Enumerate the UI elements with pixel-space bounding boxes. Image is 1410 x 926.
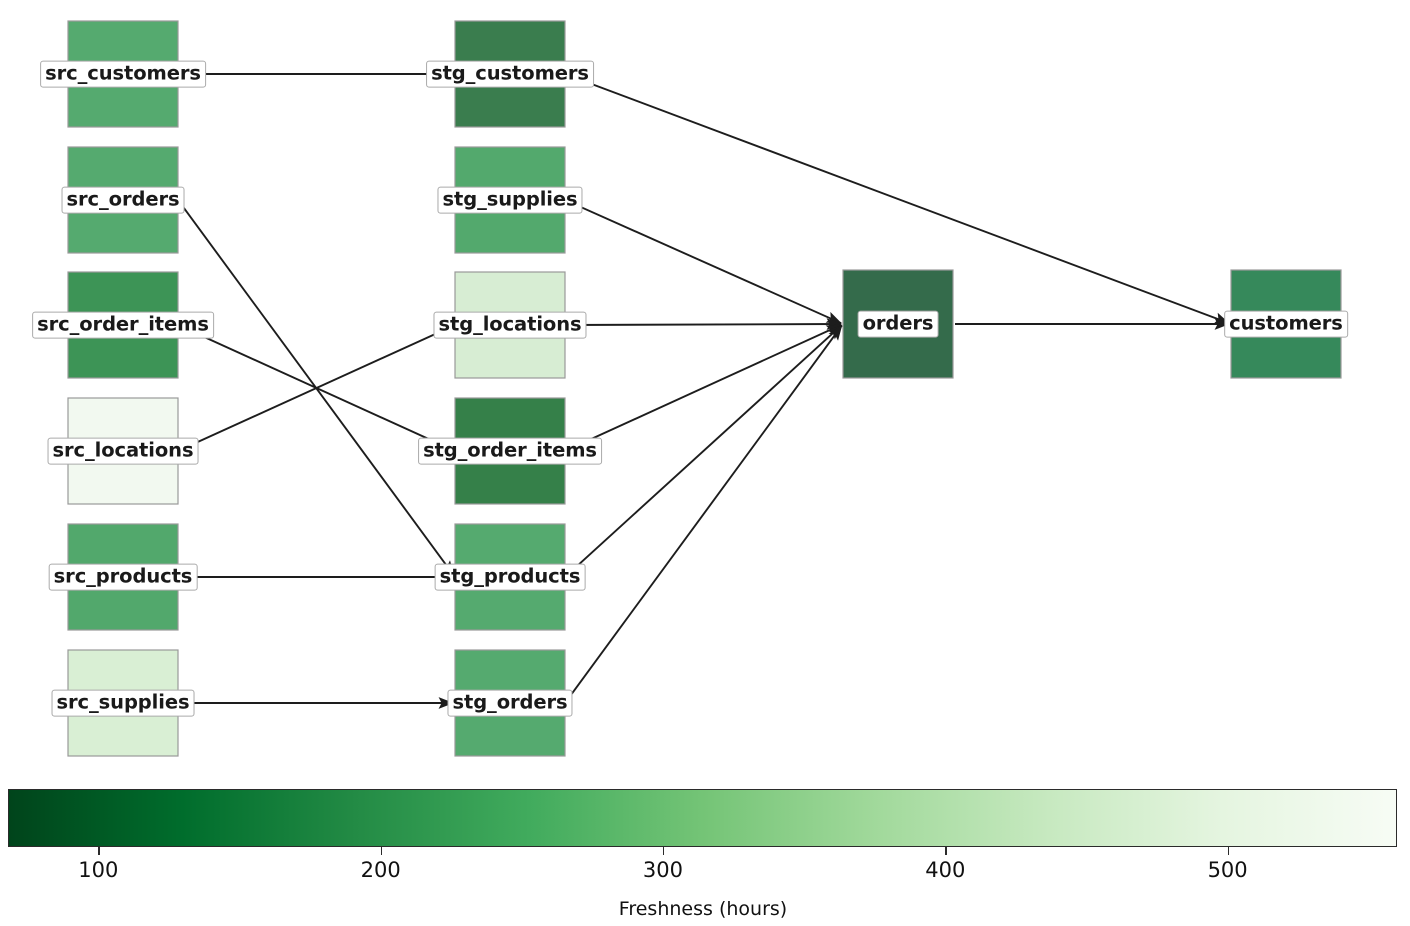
node-label-src_products[interactable]: src_products (48, 563, 198, 591)
colorbar-tick-label: 400 (925, 858, 966, 882)
node-label-stg_products[interactable]: stg_products (434, 563, 586, 591)
edge-stg_orders-to-orders (565, 324, 843, 702)
colorbar-gradient (8, 789, 1397, 847)
edge-stg_customers-to-customers (566, 73, 1230, 325)
colorbar-tick-label: 200 (360, 858, 401, 882)
node-label-orders[interactable]: orders (857, 310, 939, 338)
node-label-stg_order_items[interactable]: stg_order_items (418, 437, 602, 465)
nodes-group (67, 20, 1342, 757)
node-label-stg_supplies[interactable]: stg_supplies (437, 186, 583, 214)
edge-stg_products-to-orders (565, 324, 843, 577)
node-label-src_orders[interactable]: src_orders (61, 186, 185, 214)
node-label-stg_orders[interactable]: stg_orders (447, 689, 573, 717)
colorbar (8, 789, 1397, 847)
edge-stg_supplies-to-orders (566, 199, 842, 325)
node-label-src_order_items[interactable]: src_order_items (32, 311, 214, 339)
node-label-src_supplies[interactable]: src_supplies (51, 689, 195, 717)
colorbar-tick-label: 300 (642, 858, 684, 882)
colorbar-tick-label: 500 (1207, 858, 1248, 882)
colorbar-tick-mark (945, 847, 947, 855)
colorbar-tick-mark (662, 847, 665, 855)
node-label-customers[interactable]: customers (1224, 310, 1348, 338)
node-label-src_customers[interactable]: src_customers (40, 60, 206, 88)
node-label-src_locations[interactable]: src_locations (47, 437, 199, 465)
colorbar-tick-mark (380, 847, 383, 855)
edge-stg_order_items-to-orders (566, 323, 842, 452)
edge-src_locations-to-stg_locations (179, 324, 454, 452)
colorbar-tick-mark (98, 847, 100, 855)
edge-stg_locations-to-orders (566, 318, 842, 330)
colorbar-tick-mark (1227, 847, 1229, 855)
colorbar-tick-label: 100 (78, 858, 119, 882)
colorbar-axis-label: Freshness (hours) (618, 898, 788, 920)
node-label-stg_customers[interactable]: stg_customers (426, 60, 594, 88)
node-label-stg_locations[interactable]: stg_locations (433, 311, 587, 339)
edges-group (178, 73, 1230, 709)
